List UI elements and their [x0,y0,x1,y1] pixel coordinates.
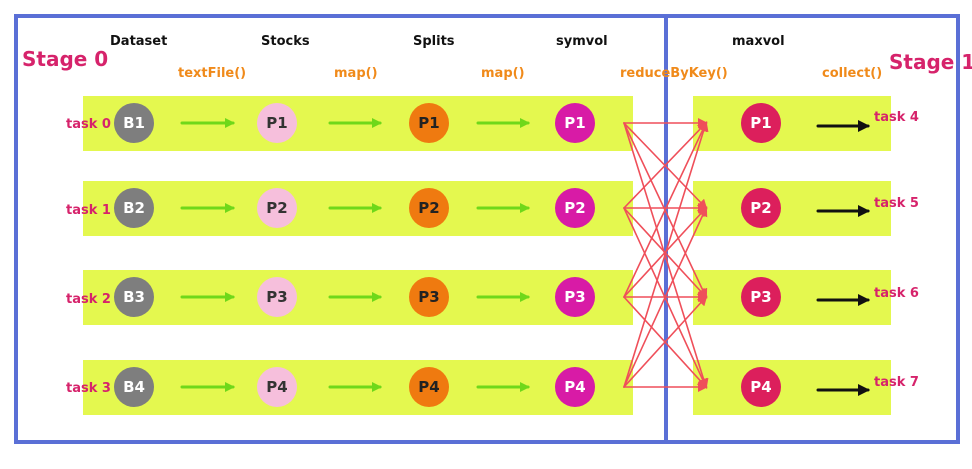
column-splits: Splits [413,34,455,49]
task-label-row-2-right: task 6 [874,286,919,301]
symvol-node-p3: P3 [555,277,595,317]
dataset-node-b1: B1 [114,103,154,143]
task-label-row-1: task 1 [66,203,111,218]
row-band-3-left [83,360,633,415]
task-label-row-2: task 2 [66,292,111,307]
stocks-node-p3: P3 [257,277,297,317]
symvol-node-p2: P2 [555,188,595,228]
maxvol-node-p1: P1 [741,103,781,143]
task-label-row-0: task 0 [66,117,111,132]
dataset-node-b2: B2 [114,188,154,228]
task-label-row-1-right: task 5 [874,196,919,211]
stage-1-label: Stage 1 [889,50,972,74]
stocks-node-p2: P2 [257,188,297,228]
op-map-2: map() [481,66,525,81]
row-band-0-right [693,96,891,151]
dataset-node-b4: B4 [114,367,154,407]
op-reducebykey: reduceByKey() [620,66,728,81]
row-band-2-right [693,270,891,325]
dataset-node-b3: B3 [114,277,154,317]
stocks-node-p1: P1 [257,103,297,143]
op-collect: collect() [822,66,883,81]
splits-node-p3: P3 [409,277,449,317]
splits-node-p2: P2 [409,188,449,228]
maxvol-node-p4: P4 [741,367,781,407]
row-band-3-right [693,360,891,415]
splits-node-p1: P1 [409,103,449,143]
row-band-2-left [83,270,633,325]
stocks-node-p4: P4 [257,367,297,407]
symvol-node-p4: P4 [555,367,595,407]
op-textfile: textFile() [178,66,247,81]
symvol-node-p1: P1 [555,103,595,143]
row-band-0-left [83,96,633,151]
splits-node-p4: P4 [409,367,449,407]
column-stocks: Stocks [261,34,310,49]
op-map-1: map() [334,66,378,81]
task-label-row-3: task 3 [66,381,111,396]
maxvol-node-p3: P3 [741,277,781,317]
stage-0-label: Stage 0 [22,47,109,71]
row-band-1-left [83,181,633,236]
column-dataset: Dataset [110,34,168,49]
task-label-row-3-right: task 7 [874,375,919,390]
column-maxvol: maxvol [732,34,785,49]
maxvol-node-p2: P2 [741,188,781,228]
row-band-1-right [693,181,891,236]
column-symvol: symvol [556,34,608,49]
task-label-row-0-right: task 4 [874,110,919,125]
